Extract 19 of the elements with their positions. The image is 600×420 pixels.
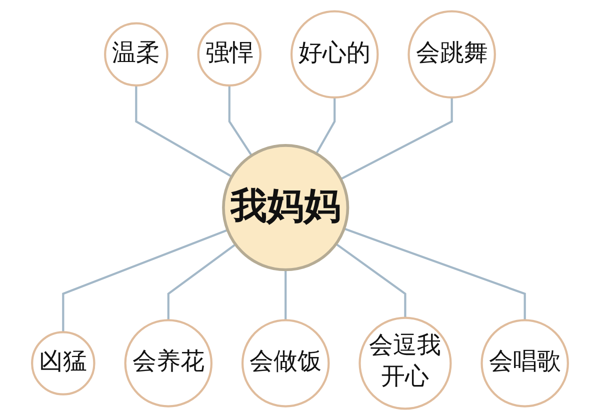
node-circle: 凶猛 (31, 331, 96, 396)
connector (135, 85, 232, 178)
node-circle: 会唱歌 (480, 319, 569, 408)
node-circle: 会养花 (124, 319, 213, 408)
node-circle: 会逗我开心 (358, 316, 452, 410)
connector (228, 85, 253, 156)
node-circle: 会跳舞 (408, 10, 496, 98)
node-circle: 好心的 (290, 10, 379, 98)
connector (340, 97, 453, 180)
connector (167, 244, 236, 320)
node-circle: 会做饭 (241, 319, 330, 408)
connector (62, 229, 228, 332)
node-circle: 我妈妈 (222, 144, 350, 272)
connector (335, 243, 406, 318)
connector (344, 228, 526, 320)
connector (315, 97, 336, 154)
node-circle: 强悍 (197, 22, 262, 86)
connector (284, 270, 287, 320)
node-circle: 温柔 (104, 22, 168, 86)
